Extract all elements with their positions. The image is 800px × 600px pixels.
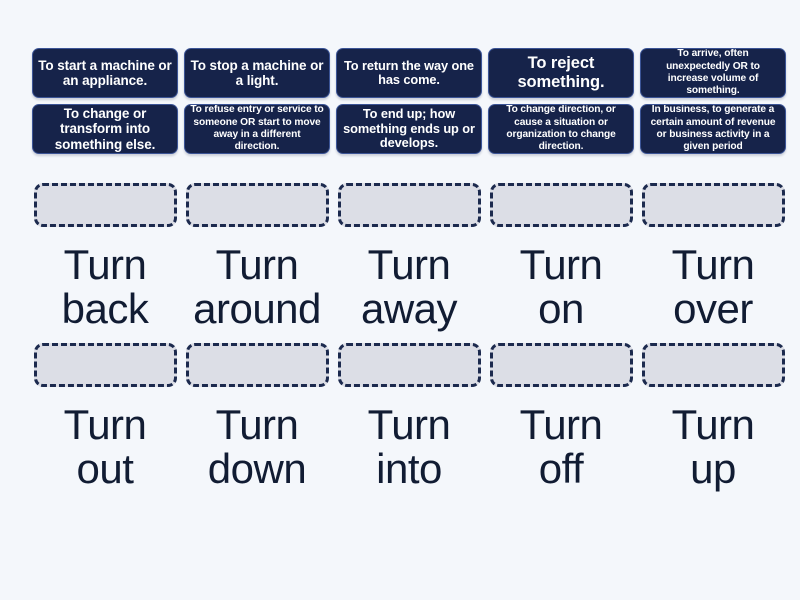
answer-label-line1: Turn — [215, 241, 299, 288]
answer-label-line2: around — [193, 285, 321, 333]
definition-tile[interactable]: To change direction, or cause a situatio… — [488, 104, 634, 154]
definition-tile[interactable]: To stop a machine or a light. — [184, 48, 330, 98]
answer-label-line2: out — [76, 445, 134, 493]
answer-column: Turn up — [640, 343, 786, 491]
answer-label-line1: Turn — [519, 401, 603, 449]
answer-label: Turn off — [488, 403, 634, 491]
dropzone[interactable] — [337, 183, 481, 227]
definition-tile[interactable]: To reject something. — [488, 48, 634, 98]
answer-column: Turn on — [488, 183, 634, 331]
answer-column: Turn into — [336, 343, 482, 491]
answer-label: Turn over — [640, 241, 786, 333]
dropzone[interactable] — [33, 343, 177, 388]
answer-column: Turn away — [336, 183, 482, 331]
answer-label: Turn back — [32, 241, 178, 333]
answer-label-line2: down — [207, 445, 307, 493]
answer-row-1: Turn back Turn around Turn away Turn on — [32, 183, 785, 331]
dropzone[interactable] — [489, 343, 633, 388]
answer-column: Turn around — [184, 183, 330, 331]
definition-tile-row-2: To change or transform into something el… — [32, 104, 786, 154]
definition-tile[interactable]: To refuse entry or service to someone OR… — [184, 104, 330, 154]
definition-tiles-area: To start a machine or an appliance. To s… — [32, 48, 786, 160]
dropzone[interactable] — [185, 183, 329, 227]
answers-area: Turn back Turn around Turn away Turn on — [32, 183, 785, 503]
dropzone[interactable] — [641, 183, 785, 227]
answer-label: Turn down — [184, 403, 330, 491]
answer-column: Turn back — [32, 183, 178, 331]
definition-tile[interactable]: To return the way one has come. — [336, 48, 482, 98]
answer-label-line2: into — [376, 445, 442, 493]
answer-column: Turn down — [184, 343, 330, 491]
answer-label-line1: Turn — [671, 401, 755, 449]
dropzone[interactable] — [185, 343, 329, 388]
answer-label-line2: on — [538, 285, 584, 333]
answer-label-line2: over — [673, 285, 753, 333]
answer-label-line1: Turn — [367, 241, 451, 288]
definition-tile[interactable]: To start a machine or an appliance. — [32, 48, 178, 98]
answer-label-line1: Turn — [367, 401, 451, 449]
dropzone[interactable] — [641, 343, 785, 388]
answer-column: Turn out — [32, 343, 178, 491]
answer-label-line1: Turn — [215, 401, 299, 449]
answer-label: Turn out — [32, 403, 178, 491]
answer-label: Turn away — [336, 241, 482, 333]
answer-label: Turn on — [488, 241, 634, 333]
dropzone[interactable] — [337, 343, 481, 388]
answer-label: Turn up — [640, 403, 786, 491]
answer-label-line2: off — [538, 445, 584, 493]
answer-label-line2: away — [360, 285, 458, 333]
answer-label-line2: back — [61, 285, 149, 333]
dropzone[interactable] — [33, 183, 177, 227]
answer-row-2: Turn out Turn down Turn into Turn off — [32, 343, 785, 491]
answer-label-line1: Turn — [63, 401, 147, 449]
definition-tile[interactable]: To change or transform into something el… — [32, 104, 178, 154]
answer-label-line2: up — [690, 445, 736, 493]
answer-label: Turn around — [184, 241, 330, 333]
answer-label: Turn into — [336, 403, 482, 491]
definition-tile[interactable]: To end up; how something ends up or deve… — [336, 104, 482, 154]
answer-label-line1: Turn — [63, 241, 147, 288]
definition-tile-row-1: To start a machine or an appliance. To s… — [32, 48, 786, 98]
answer-column: Turn off — [488, 343, 634, 491]
definition-tile[interactable]: In business, to generate a certain amoun… — [640, 104, 786, 154]
answer-label-line1: Turn — [671, 241, 755, 288]
answer-label-line1: Turn — [519, 241, 603, 288]
answer-column: Turn over — [640, 183, 786, 331]
dropzone[interactable] — [489, 183, 633, 227]
definition-tile[interactable]: To arrive, often unexpectedly OR to incr… — [640, 48, 786, 98]
